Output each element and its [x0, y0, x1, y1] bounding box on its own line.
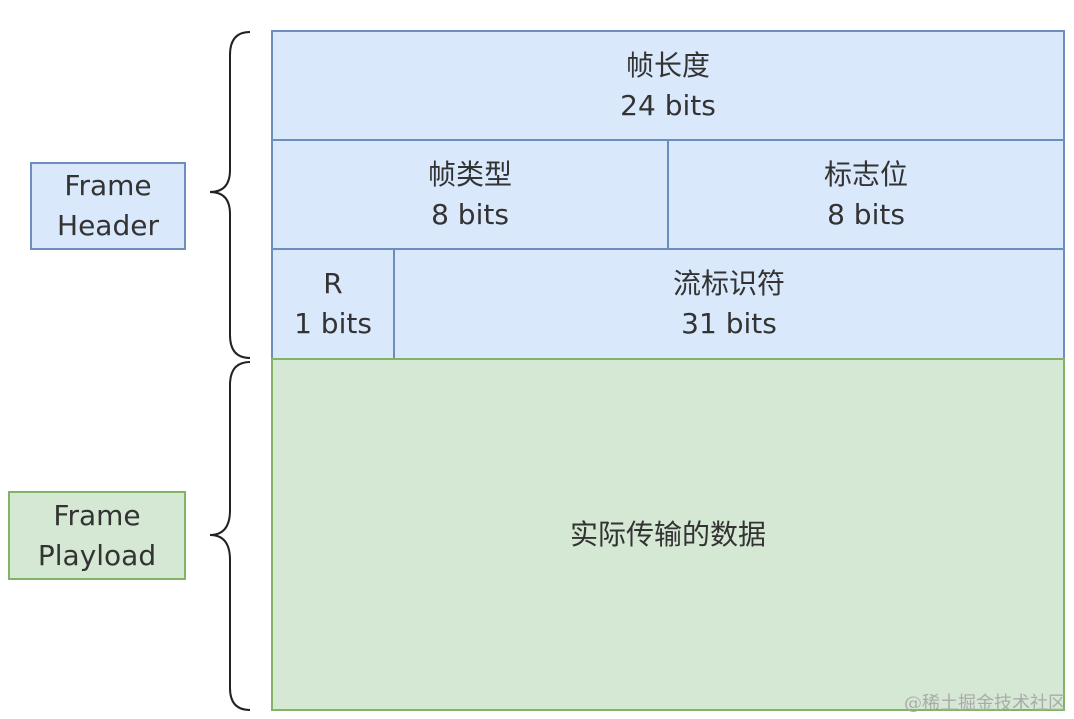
stream-id-field-name: 流标识符: [672, 267, 785, 300]
flags-field: 标志位 8 bits: [667, 139, 1065, 250]
length-field-name: 帧长度: [625, 48, 710, 82]
watermark: @稀土掘金技术社区: [904, 693, 1066, 714]
payload-brace: [209, 361, 251, 711]
frame-header-label-line1: Frame: [64, 169, 152, 202]
frame-header-label: Frame Header: [30, 162, 186, 250]
payload-field: 实际传输的数据: [271, 358, 1065, 711]
length-field: 帧长度 24 bits: [271, 30, 1065, 141]
type-field: 帧类型 8 bits: [271, 139, 669, 250]
stream-id-field-bits: 31 bits: [681, 307, 777, 340]
header-brace: [209, 31, 251, 359]
length-field-bits: 24 bits: [620, 88, 716, 122]
reserved-field-bits: 1 bits: [294, 307, 372, 340]
frame-payload-label-line2: Playload: [37, 538, 157, 572]
frame-header-label-line2: Header: [57, 209, 159, 242]
frame-payload-label: Frame Playload: [8, 491, 186, 580]
flags-field-bits: 8 bits: [827, 197, 905, 231]
reserved-field-name: R: [323, 267, 343, 300]
stream-id-field: 流标识符 31 bits: [393, 248, 1065, 360]
type-field-name: 帧类型: [427, 157, 512, 191]
flags-field-name: 标志位: [823, 157, 908, 191]
payload-field-name: 实际传输的数据: [569, 517, 766, 551]
type-field-bits: 8 bits: [431, 197, 509, 231]
reserved-field: R 1 bits: [271, 248, 395, 360]
frame-payload-label-line1: Frame: [53, 498, 141, 532]
